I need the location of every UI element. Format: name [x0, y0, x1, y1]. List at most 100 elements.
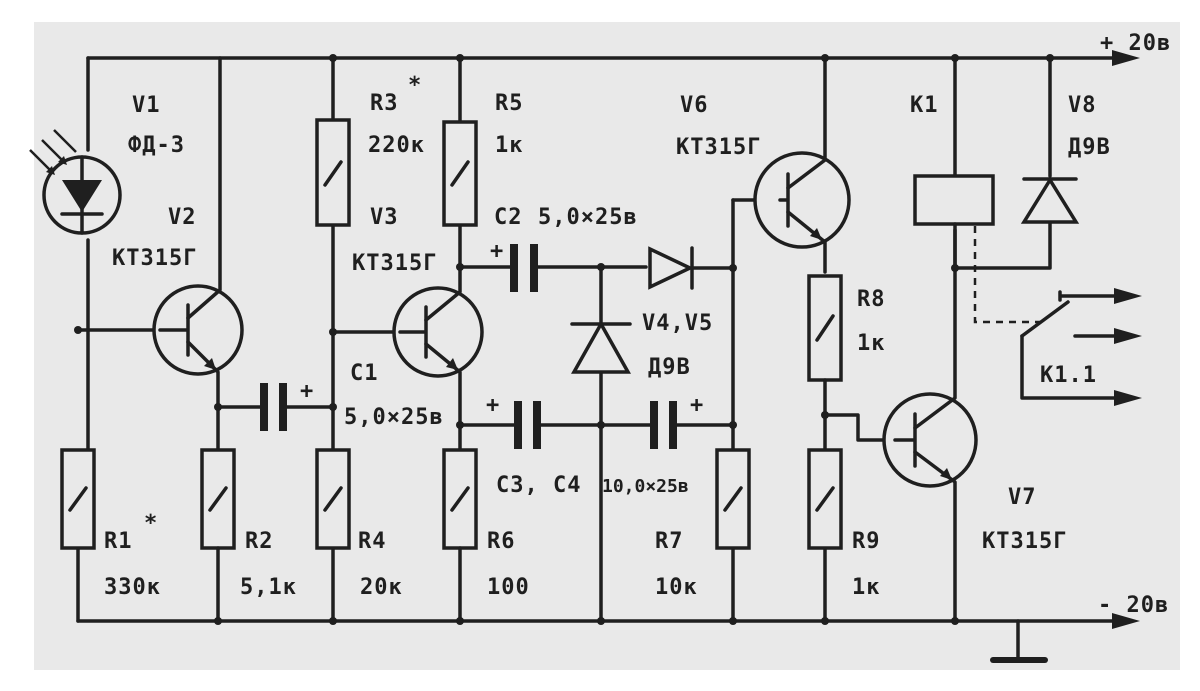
node-r3-rail	[329, 54, 337, 62]
positive-rail-arrow	[1112, 50, 1140, 66]
v4v5-ref-label: V4,V5	[642, 311, 713, 336]
r1-value-label: 330к	[104, 575, 161, 600]
k1-ref-label: K1	[910, 93, 939, 118]
v1-light-arrows	[29, 129, 77, 173]
c1-plate-right	[279, 383, 287, 431]
c3-plus-label: +	[486, 393, 500, 418]
node-r6-bottom	[456, 617, 464, 625]
r6-ref-label: R6	[487, 529, 516, 554]
c1-plate-left	[260, 383, 268, 431]
negative-rail-arrow	[1112, 613, 1140, 629]
v2-emitter	[186, 340, 220, 452]
v7-base-wire	[823, 413, 897, 442]
c2-plate-left	[510, 244, 518, 292]
r5-slash	[450, 160, 470, 187]
c3c4-ref-label: C3, C4	[496, 473, 581, 498]
node-r7-top	[729, 421, 737, 429]
c4-plus-label: +	[690, 393, 704, 418]
r2-value-label: 5,1к	[240, 575, 297, 600]
v1-light-arrow-head-2	[58, 156, 67, 165]
c2-value-label: 5,0×25в	[538, 205, 638, 230]
k11-switch-blade	[1020, 300, 1070, 338]
k1-mechanical-link	[973, 226, 1040, 324]
v7-emitter	[913, 450, 957, 623]
k1-bottom-wire	[953, 220, 1052, 270]
k11-nc-arrow	[1114, 288, 1142, 304]
c1-value-label: 5,0×25в	[344, 405, 444, 430]
r3-star-label: *	[408, 73, 422, 98]
r4-slash	[323, 486, 343, 512]
k1-relay-coil	[913, 174, 995, 226]
r2-ref-label: R2	[245, 529, 274, 554]
v1-light-arrow-head-1	[46, 166, 55, 175]
v7-type-label: КТ315Г	[982, 529, 1067, 554]
node-k1-rail	[951, 54, 959, 62]
v7-base-bar	[893, 412, 917, 468]
node-v7-emitter-rail	[951, 617, 959, 625]
r4-value-label: 20к	[360, 575, 403, 600]
r3-value-label: 220к	[368, 133, 425, 158]
v8-diode	[1020, 176, 1080, 224]
k11-common-arrow	[1114, 390, 1142, 406]
v7-emitter-arrow	[940, 468, 952, 480]
v3-transistor-body	[392, 286, 484, 378]
c1-ref-label: C1	[350, 361, 379, 386]
c3-plate-right	[533, 401, 541, 449]
r3-slash	[323, 160, 343, 187]
v1-diode-triangle	[62, 180, 102, 212]
k11-nc-wire	[1058, 290, 1117, 302]
supply-negative-label: - 20в	[1098, 593, 1169, 618]
r6-slash	[450, 486, 470, 512]
node-v3-collector	[456, 263, 464, 271]
node-r5-rail	[456, 54, 464, 62]
r1-star-label: *	[144, 511, 158, 536]
k11-common-wire	[1020, 334, 1117, 400]
v1-ref-label: V1	[132, 93, 161, 118]
v5-diode	[648, 246, 695, 290]
r8-slash	[815, 314, 835, 342]
r6-value-label: 100	[487, 575, 530, 600]
v7-transistor-body	[882, 392, 978, 488]
r3-ref-label: R3	[370, 91, 399, 116]
r9-slash	[815, 486, 835, 512]
r2-slash	[208, 486, 228, 512]
v7-ref-label: V7	[1008, 485, 1037, 510]
node-v6-base	[729, 264, 737, 272]
v6-collector	[786, 56, 827, 190]
k11-no-arrow	[1114, 328, 1142, 344]
node-k1-v8	[951, 264, 959, 272]
v4v5-type-label: Д9В	[648, 355, 691, 380]
v2-ref-label: V2	[168, 205, 197, 230]
node-diode-junction-top	[597, 263, 605, 271]
node-v1-r1	[74, 326, 82, 334]
v2-collector	[186, 56, 222, 320]
v2-base-bar	[158, 303, 190, 357]
r4-ref-label: R4	[358, 529, 387, 554]
c4-plate-right	[669, 401, 677, 449]
v6-emitter	[786, 210, 827, 274]
node-diode-bottom	[597, 617, 605, 625]
r1-slash	[68, 486, 88, 512]
r7-ref-label: R7	[655, 529, 684, 554]
v3-collector	[424, 223, 462, 322]
v8-ref-label: V8	[1068, 93, 1097, 118]
node-v2-emitter	[214, 403, 222, 411]
node-r9-bottom	[821, 617, 829, 625]
supply-positive-label: + 20в	[1100, 31, 1171, 56]
c3c4-value-label: 10,0×25в	[602, 476, 689, 497]
v3-ref-label: V3	[370, 205, 399, 230]
node-r7-bottom	[729, 617, 737, 625]
c2-plus-label: +	[490, 239, 504, 264]
v6-ref-label: V6	[680, 93, 709, 118]
node-v8-rail	[1046, 54, 1054, 62]
v1-wire	[76, 56, 90, 623]
r8-value-label: 1к	[857, 331, 886, 356]
v6-type-label: КТ315Г	[676, 135, 761, 160]
v3-base-bar	[398, 305, 428, 359]
v3-emitter-arrow	[446, 358, 458, 370]
v4-diode	[571, 320, 631, 374]
node-r2-bottom	[214, 617, 222, 625]
r5-value-label: 1к	[495, 133, 524, 158]
c1-plus-label: +	[300, 379, 314, 404]
